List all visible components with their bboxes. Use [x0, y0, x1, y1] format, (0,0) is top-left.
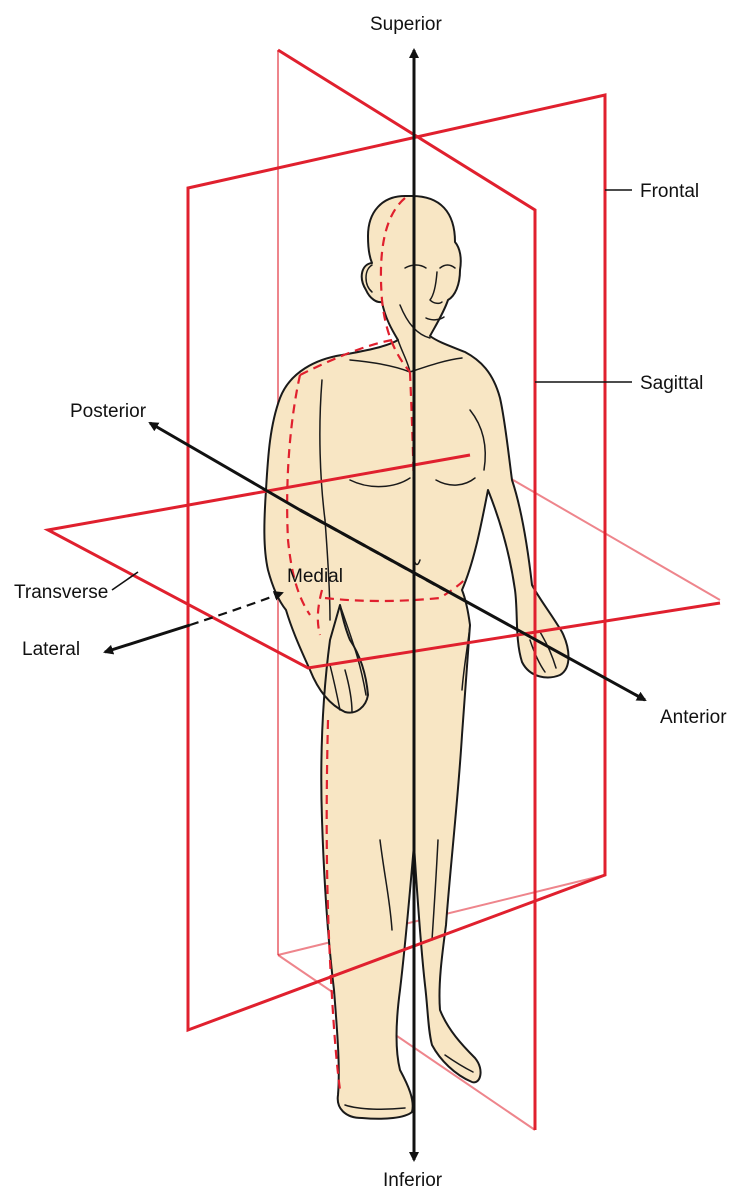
label-frontal: Frontal: [640, 181, 699, 202]
medial-arrow: [190, 593, 282, 625]
label-anterior: Anterior: [660, 707, 727, 728]
label-sagittal: Sagittal: [640, 373, 703, 394]
label-medial: Medial: [287, 566, 343, 587]
lateral-arrow: [105, 625, 190, 652]
label-lateral: Lateral: [22, 639, 80, 660]
label-inferior: Inferior: [383, 1170, 443, 1191]
human-body-figure: [264, 196, 568, 1119]
label-posterior: Posterior: [70, 401, 147, 422]
label-transverse: Transverse: [14, 582, 108, 603]
label-superior: Superior: [370, 14, 442, 35]
